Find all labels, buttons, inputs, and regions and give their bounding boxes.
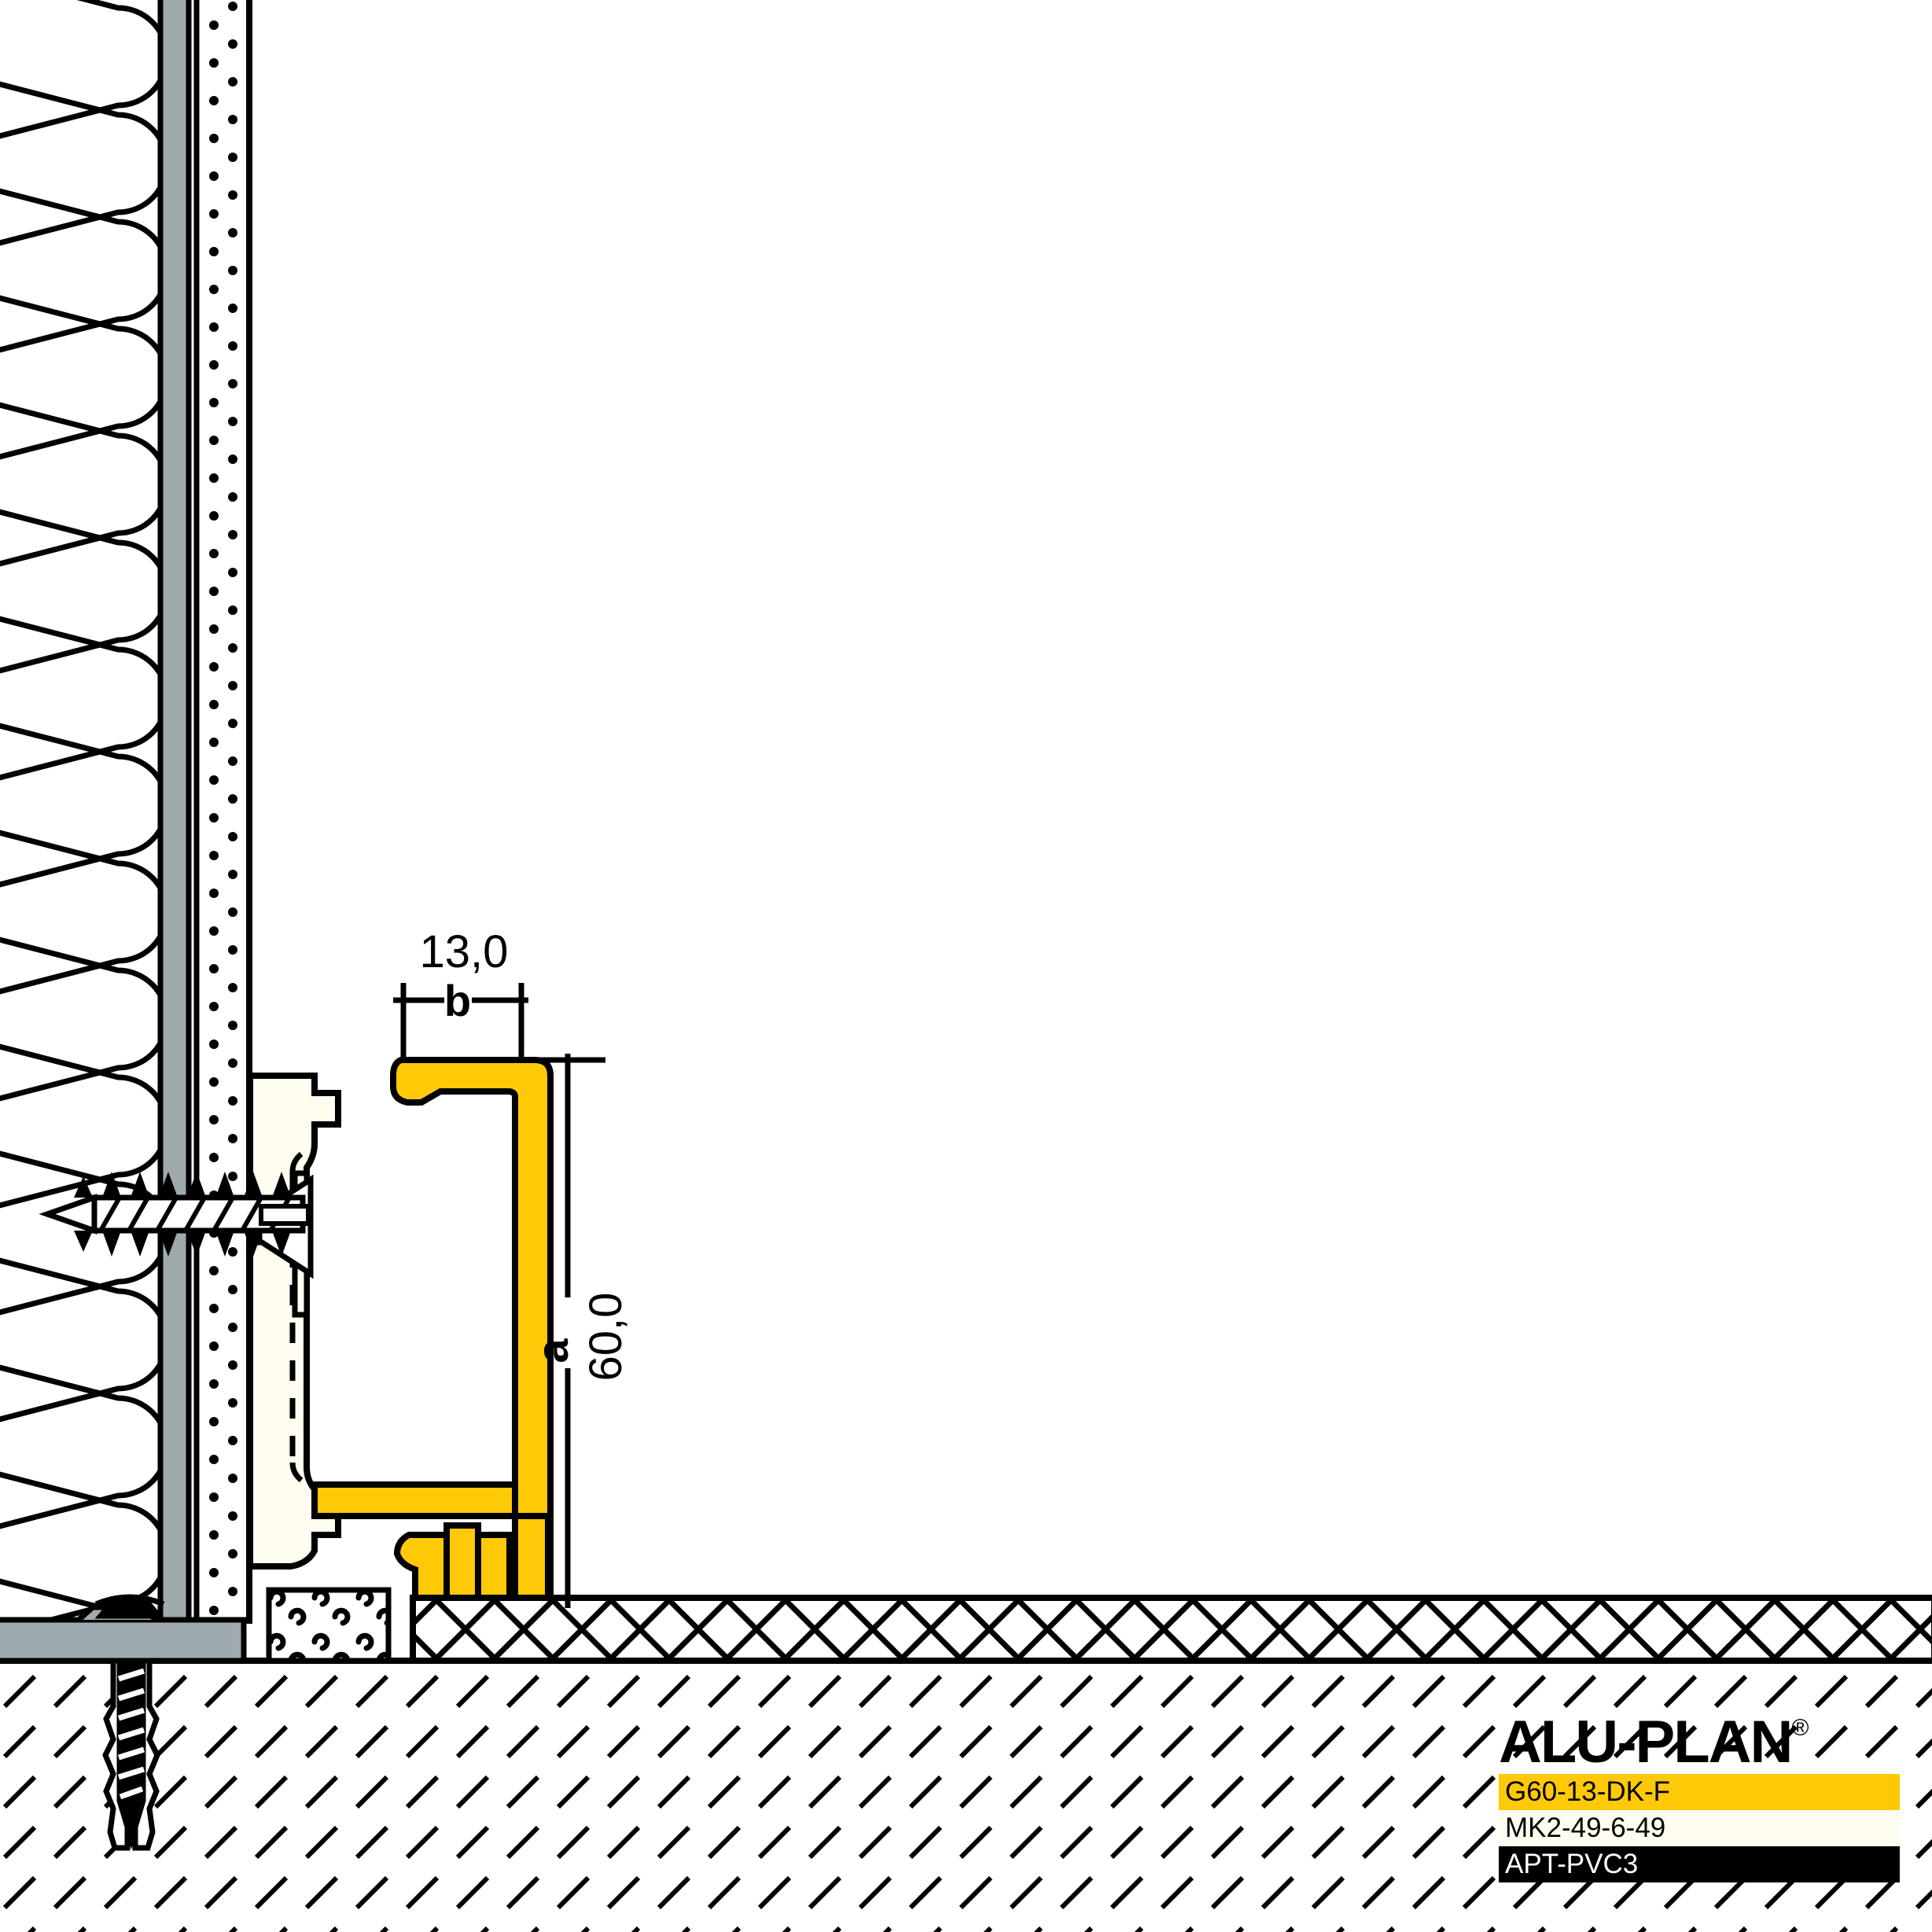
dim-height-value: 60,0 xyxy=(580,1293,631,1382)
article-code: G60-13-DK-F xyxy=(1499,1774,1900,1811)
profile-middle-web xyxy=(311,1481,518,1519)
material-code: APT-PVC3 xyxy=(1499,1846,1900,1883)
title-block: ALU-PLA N ® G60-13-DK-F MK2-49-6-49 APT-… xyxy=(1499,1709,1900,1883)
dim-width-value: 13,0 xyxy=(420,926,509,977)
screw-threads-upper xyxy=(74,1172,291,1198)
mineral-wool-insulation xyxy=(0,0,167,1620)
screw-washer xyxy=(259,1204,311,1226)
dimension-width xyxy=(393,983,528,1058)
assembly-code: MK2-49-6-49 xyxy=(1499,1810,1900,1847)
screw-point xyxy=(39,1194,98,1235)
mounting-screw xyxy=(39,1172,314,1279)
brand-name: ALU-PLA xyxy=(1499,1709,1752,1776)
profile-inner-leg xyxy=(443,1522,481,1601)
dim-width-symbol: b xyxy=(444,976,471,1025)
screed-layer xyxy=(410,1595,1932,1664)
metal-stud-sheet xyxy=(157,0,192,1627)
registered-trademark-icon: ® xyxy=(1791,1715,1809,1741)
screw-threads-lower xyxy=(74,1231,291,1257)
profile-outer-leg xyxy=(512,1513,551,1601)
wall-plug-anchor xyxy=(94,1594,165,1851)
gypsum-board-dotted xyxy=(201,0,249,1624)
dimension-height xyxy=(528,1054,605,1608)
brand-logo: ALU-PLA N ® xyxy=(1499,1709,1900,1776)
granular-fill xyxy=(266,1587,392,1664)
dim-height-symbol: a xyxy=(528,1338,577,1363)
brand-name-last-letter: N xyxy=(1750,1709,1794,1776)
